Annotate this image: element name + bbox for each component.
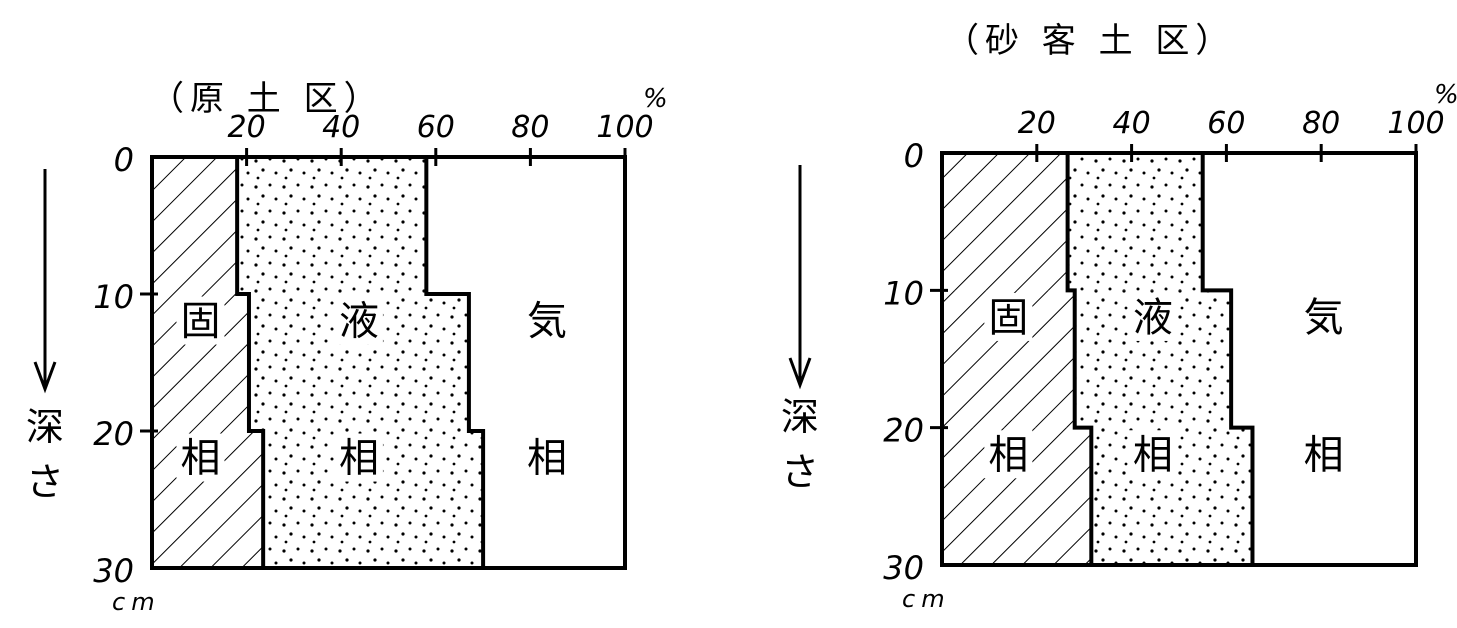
phase-label-bg (334, 296, 383, 345)
x-tick-label: 80 (511, 110, 549, 145)
x-tick-label: 100 (596, 110, 653, 145)
phase-label-bg (522, 433, 571, 482)
y-axis-label-char: さ (781, 450, 819, 494)
phase-boundary-1 (1065, 153, 1094, 565)
phase-segment-1-depth-1 (942, 153, 1068, 291)
phase-label: 液 (1133, 295, 1173, 341)
phase-boundary-1 (235, 157, 266, 568)
phase-label-bg (1128, 430, 1177, 479)
phase-label: 固 (180, 299, 220, 345)
phase-label-bg (176, 296, 225, 345)
y-tick-label: 10 (883, 274, 924, 312)
x-tick-label: 20 (1018, 106, 1056, 141)
phase-label-bg (984, 292, 1033, 341)
y-tick-label: 30 (93, 552, 134, 590)
x-unit-label: % (1434, 80, 1457, 110)
phase-segment-3-depth-1 (426, 157, 625, 294)
x-tick-label: 60 (417, 110, 455, 145)
phase-label-bg (334, 433, 383, 482)
y-tick-label: 0 (114, 141, 134, 179)
arrow-head-icon (33, 361, 57, 394)
y-axis-label-char: さ (26, 460, 64, 504)
phase-segment-1-depth-1 (152, 157, 238, 294)
y-tick-label: 20 (883, 412, 924, 450)
y-tick-label: 0 (904, 137, 924, 175)
x-tick-label: 100 (1387, 106, 1444, 141)
phase-label: 気 (527, 299, 567, 345)
phase-label-bg (522, 296, 571, 345)
chart-title: （原 土 区） (150, 79, 384, 119)
x-tick-label: 80 (1302, 106, 1340, 141)
y-axis-label-char: 深 (781, 395, 819, 439)
phase-label: 相 (988, 432, 1028, 478)
phase-label: 固 (988, 295, 1028, 341)
phase-label-bg (984, 430, 1033, 479)
x-unit-label: % (643, 84, 668, 114)
y-tick-label: 20 (93, 415, 134, 453)
x-tick-label: 60 (1207, 106, 1245, 141)
plot-frame (940, 151, 1418, 567)
phase-label: 液 (339, 299, 379, 345)
x-tick-label: 40 (322, 110, 360, 145)
phase-segment-3-depth-1 (1202, 153, 1416, 291)
phase-segment-2-depth-1 (1067, 153, 1203, 291)
phase-label: 相 (180, 436, 220, 482)
phase-segment-2-depth-1 (237, 157, 427, 294)
y-tick-label: 30 (883, 549, 924, 587)
phase-label: 相 (1304, 432, 1344, 478)
phase-label-bg (1128, 292, 1177, 341)
phase-boundary-2 (424, 157, 486, 568)
phase-label: 相 (1133, 432, 1173, 478)
phase-label-bg (1299, 292, 1348, 341)
x-tick-label: 20 (228, 110, 266, 145)
y-axis-label-char: 深 (26, 405, 64, 449)
phase-label: 相 (527, 436, 567, 482)
y-tick-label: 10 (93, 278, 134, 316)
phase-label: 気 (1304, 295, 1344, 341)
phase-label-bg (176, 433, 225, 482)
phase-boundary-2 (1200, 153, 1255, 565)
chart-title: （砂 客 土 区） (945, 21, 1235, 61)
phase-label-bg (1299, 430, 1348, 479)
y-unit-label: cm (112, 588, 161, 616)
x-tick-label: 40 (1113, 106, 1151, 141)
plot-frame (150, 155, 627, 570)
phase-label: 相 (339, 436, 379, 482)
y-unit-label: cm (902, 585, 951, 613)
arrow-head-icon (788, 357, 812, 390)
